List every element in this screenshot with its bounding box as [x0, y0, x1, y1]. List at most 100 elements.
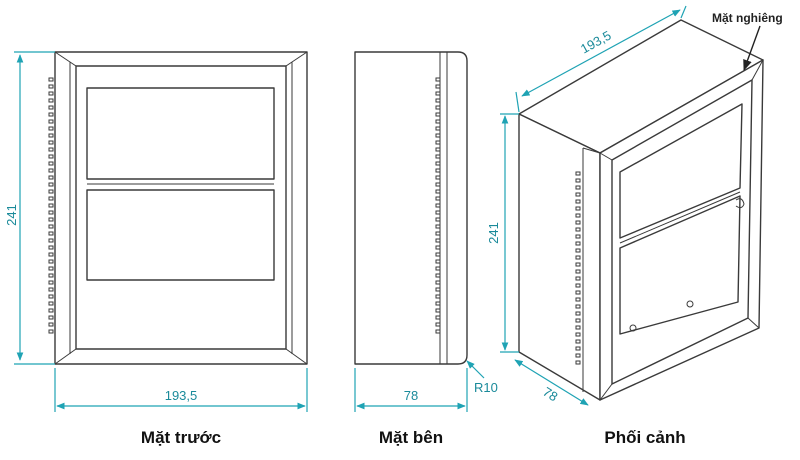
vent-slot [575, 339, 581, 344]
perspective-bevel-br [747, 317, 760, 329]
side-vent-slots [435, 77, 441, 334]
vent-slot [575, 276, 581, 281]
side-dimensions: 78 R10 [354, 360, 498, 412]
vent-slot [48, 280, 54, 285]
vent-slot [48, 203, 54, 208]
vent-slot [435, 203, 441, 208]
vent-slot [435, 294, 441, 299]
vent-slot [48, 210, 54, 215]
perspective-view [518, 19, 764, 401]
vent-slot [48, 77, 54, 82]
vent-slot [575, 311, 581, 316]
vent-slot [575, 332, 581, 337]
vent-slot [575, 255, 581, 260]
perspective-upper-window [619, 103, 743, 239]
vent-slot [575, 171, 581, 176]
vent-slot [575, 234, 581, 239]
perspective-width-ext-left [515, 91, 520, 113]
vent-slot [48, 308, 54, 313]
front-dimensions: 241 193,5 [4, 51, 308, 412]
vent-slot [48, 273, 54, 278]
vent-slot [575, 199, 581, 204]
perspective-depth-label: 78 [540, 384, 560, 404]
vent-slot [435, 147, 441, 152]
vent-slot [575, 318, 581, 323]
perspective-width-label: 193,5 [578, 28, 614, 57]
vent-slot [48, 315, 54, 320]
vent-slot [435, 287, 441, 292]
vent-slot [48, 112, 54, 117]
vent-slot [435, 315, 441, 320]
vent-slot [48, 126, 54, 131]
vent-slot [575, 185, 581, 190]
vent-slot [435, 266, 441, 271]
perspective-caption: Phối cảnh [604, 428, 685, 447]
front-width-label: 193,5 [165, 388, 198, 403]
front-height-label: 241 [4, 204, 19, 226]
perspective-height-label: 241 [486, 222, 501, 244]
vent-slot [575, 304, 581, 309]
vent-slot [435, 245, 441, 250]
vent-slot [435, 112, 441, 117]
vent-slot [435, 231, 441, 236]
vent-slot [575, 297, 581, 302]
perspective-divider [619, 191, 741, 244]
vent-slot [48, 266, 54, 271]
vent-slot [435, 259, 441, 264]
perspective-dimensions: 193,5 241 78 Mặt nghiêng [486, 5, 783, 406]
front-bevel-tl [54, 51, 77, 67]
vent-slot [435, 224, 441, 229]
vent-slot [435, 217, 441, 222]
vent-slot [435, 189, 441, 194]
vent-slot [435, 91, 441, 96]
vent-slot [48, 133, 54, 138]
vent-slot [575, 290, 581, 295]
vent-slot [48, 98, 54, 103]
vent-slot [435, 238, 441, 243]
vent-slot [575, 241, 581, 246]
vent-slot [48, 231, 54, 236]
perspective-latch [735, 198, 745, 209]
vent-slot [48, 196, 54, 201]
side-radius-label: R10 [474, 380, 498, 395]
vent-slot [435, 322, 441, 327]
vent-slot [435, 196, 441, 201]
perspective-bevel-tl [599, 152, 613, 161]
perspective-screw-left [629, 324, 637, 332]
vent-slot [575, 269, 581, 274]
vent-slot [48, 301, 54, 306]
front-upper-window [86, 87, 275, 180]
perspective-lower-window [619, 195, 741, 335]
vent-slot [48, 175, 54, 180]
vent-slot [435, 105, 441, 110]
vent-slot [435, 133, 441, 138]
side-radius-leader [466, 360, 485, 379]
vent-slot [435, 301, 441, 306]
perspective-screw-right [686, 300, 694, 308]
vent-slot [48, 322, 54, 327]
front-bevel-br [285, 348, 308, 365]
vent-slot [575, 248, 581, 253]
vent-slot [575, 325, 581, 330]
vent-slot [48, 224, 54, 229]
vent-slot [48, 154, 54, 159]
vent-slot [435, 168, 441, 173]
vent-slot [48, 119, 54, 124]
front-lower-window [86, 189, 275, 281]
vent-slot [435, 77, 441, 82]
vent-slot [575, 346, 581, 351]
perspective-bevel-tr [751, 59, 764, 81]
vent-slot [48, 294, 54, 299]
front-inner-frame [75, 65, 287, 350]
vent-slot [575, 192, 581, 197]
vent-slot [435, 154, 441, 159]
vent-slot [575, 262, 581, 267]
front-caption: Mặt trước [141, 428, 221, 447]
vent-slot [435, 175, 441, 180]
vent-slot [48, 140, 54, 145]
vent-slot [575, 220, 581, 225]
vent-slot [48, 245, 54, 250]
perspective-bevel-bl [599, 383, 613, 401]
